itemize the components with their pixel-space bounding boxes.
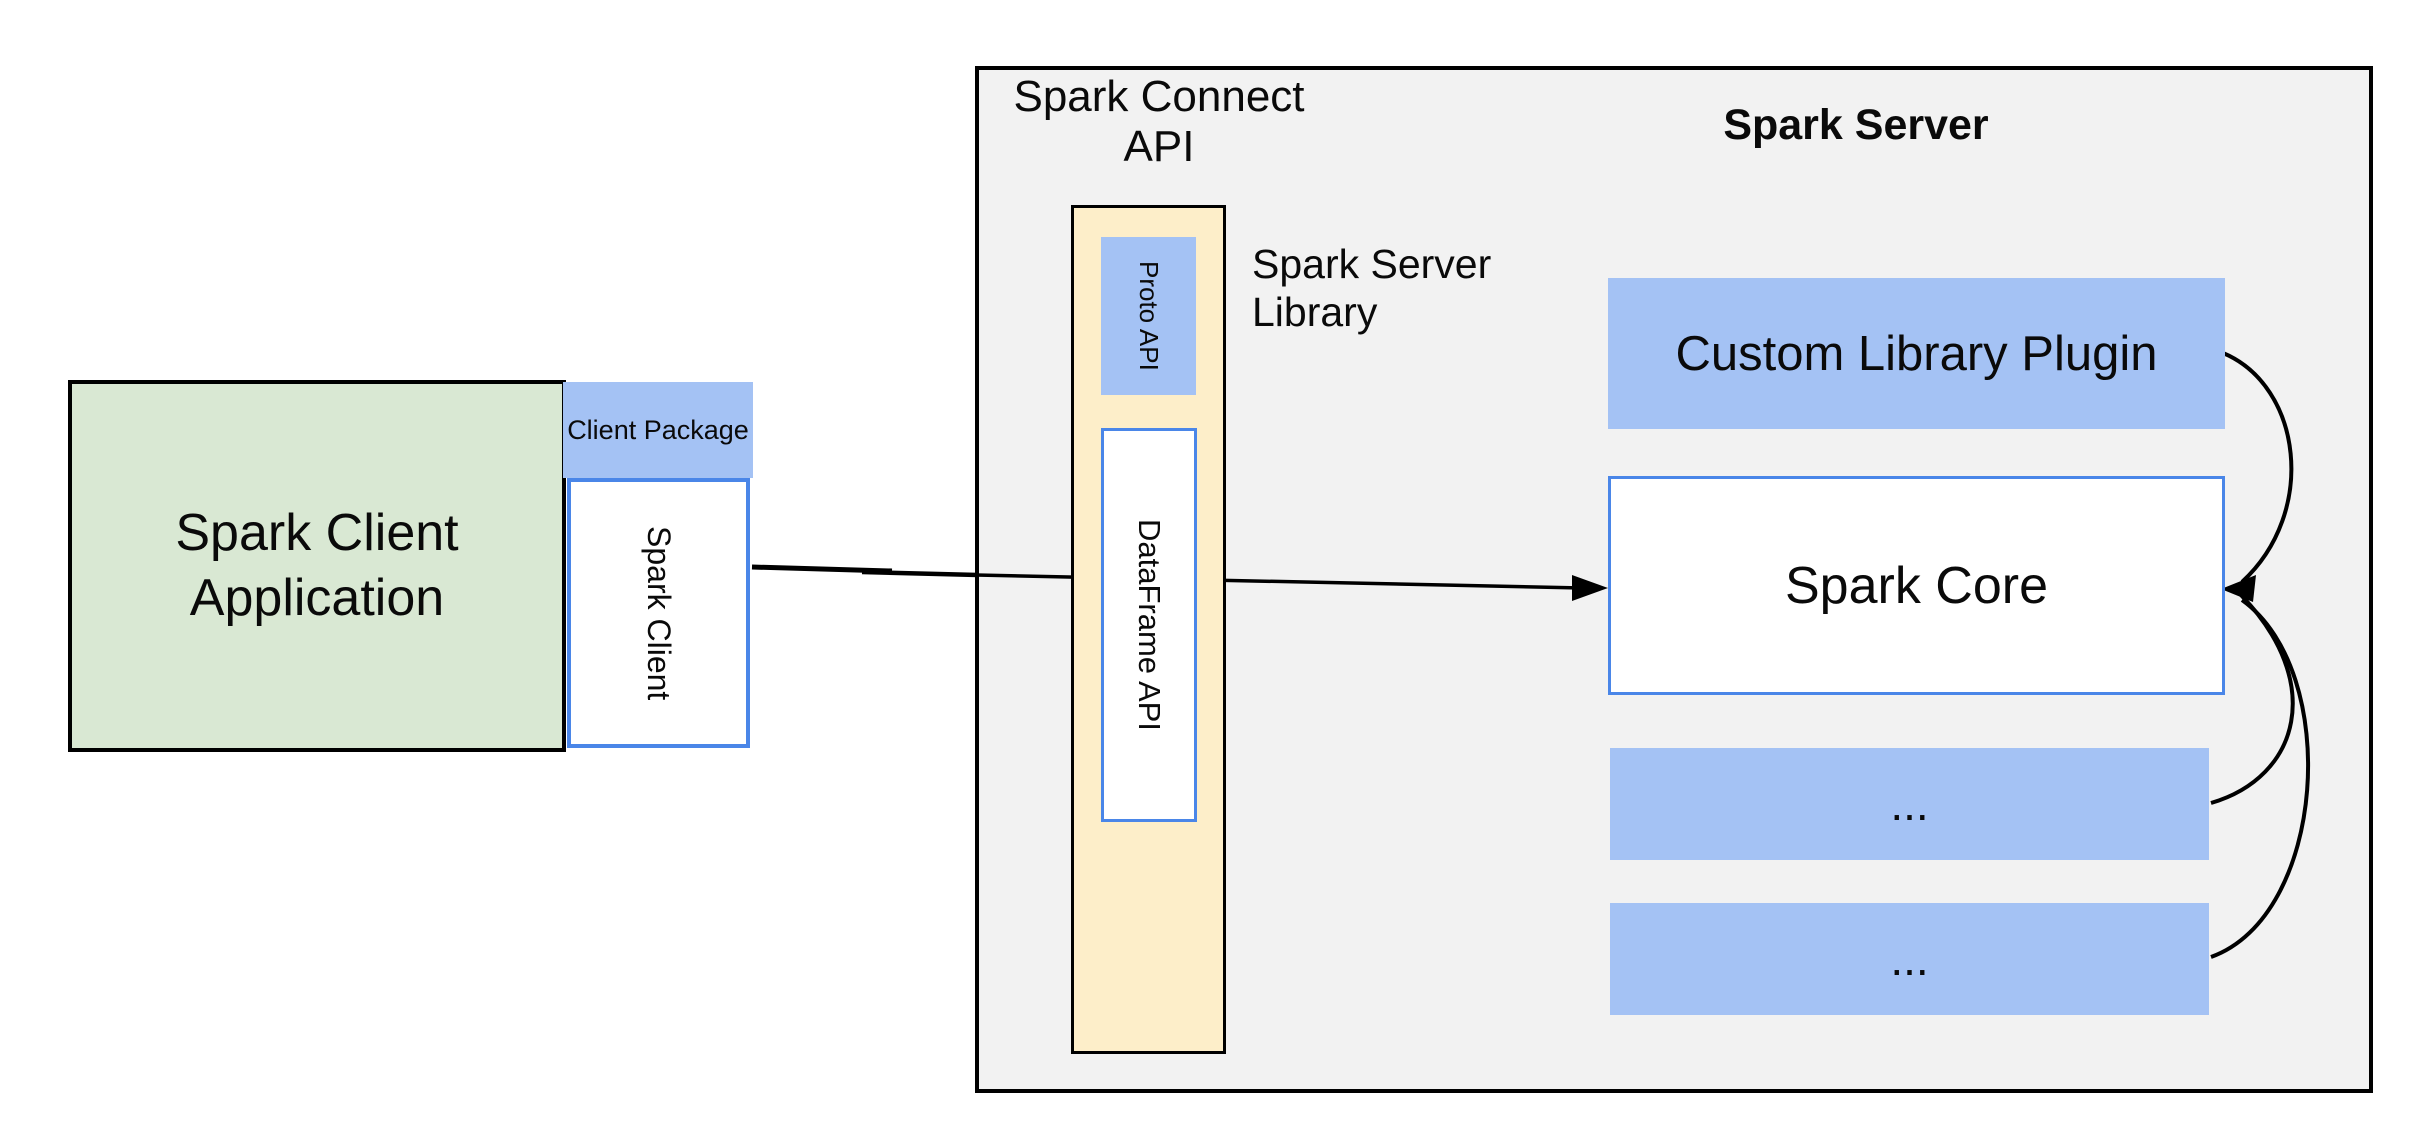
custom-library-plugin-box: Custom Library Plugin xyxy=(1608,278,2225,429)
spark-server-library-caption: Spark Server Library xyxy=(1252,241,1503,335)
client-to-core-arrow-segment-1 xyxy=(751,564,893,574)
spark-client-application-box: Spark Client Application xyxy=(68,380,566,752)
spark-connect-api-title: Spark Connect API xyxy=(1013,72,1315,171)
spark-core-box: Spark Core xyxy=(1608,476,2225,695)
spark-core-label: Spark Core xyxy=(1785,556,2048,615)
server-module-ellipsis-1: ... xyxy=(1890,778,1929,830)
client-package-box: Client Package xyxy=(563,382,753,478)
client-package-label: Client Package xyxy=(567,415,749,445)
dataframe-api-label: DataFrame API xyxy=(1132,519,1167,731)
proto-api-label: Proto API xyxy=(1134,261,1164,371)
spark-client-label: Spark Client xyxy=(641,525,677,701)
spark-server-title: Spark Server xyxy=(1723,101,1989,149)
dataframe-api-box: DataFrame API xyxy=(1101,428,1197,822)
custom-library-plugin-label: Custom Library Plugin xyxy=(1675,326,2158,381)
spark-client-application-label: Spark Client Application xyxy=(175,504,471,627)
client-to-core-arrow-segment-2 xyxy=(861,569,979,578)
server-module-box-2: ... xyxy=(1610,903,2209,1015)
server-module-box-1: ... xyxy=(1610,748,2209,860)
spark-client-box: Spark Client xyxy=(567,478,750,748)
proto-api-box: Proto API xyxy=(1101,237,1196,395)
server-module-ellipsis-2: ... xyxy=(1890,933,1929,985)
